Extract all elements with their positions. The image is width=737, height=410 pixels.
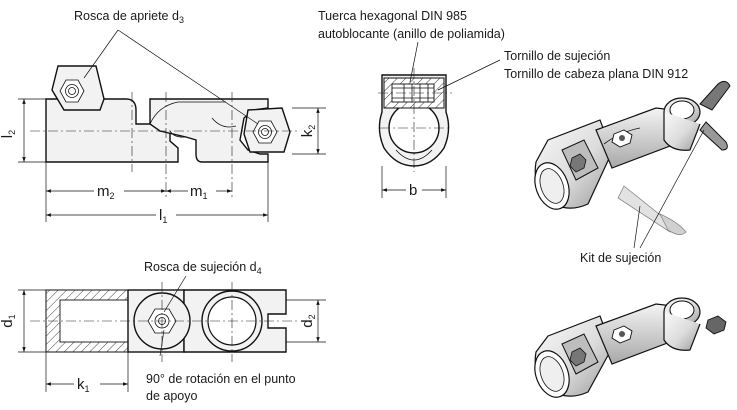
- front-right-body: [149, 98, 269, 163]
- top-view: [18, 275, 326, 392]
- dim-label-l1: l1: [159, 207, 167, 225]
- dim-label-k2: k2: [299, 125, 317, 138]
- hex-nut-left-icon: [59, 79, 85, 103]
- dim-label-k1: k1: [77, 376, 90, 394]
- callout-rotation-line1: 90° de rotación en el punto: [146, 372, 296, 386]
- callout-fixing-thread: Rosca de sujeción d4: [144, 260, 262, 276]
- isometric-view-with-kit: [534, 80, 731, 249]
- callout-clamp-kit: Kit de sujeción: [580, 251, 661, 265]
- callout-rotation-line2: de apoyo: [146, 389, 197, 403]
- callout-hex-nut-line2: autoblocante (anillo de poliamida): [318, 27, 505, 41]
- callout-clamping-thread: Rosca de apriete d3: [74, 9, 184, 25]
- dim-label-m2: m2: [97, 183, 115, 201]
- front-view: [18, 29, 326, 222]
- callout-fixing-screw-line1: Tornillo de sujeción: [504, 49, 610, 63]
- dim-label-m1: m1: [190, 183, 208, 201]
- callout-hex-nut-line1: Tuerca hexagonal DIN 985: [318, 9, 467, 23]
- dim-label-l2: l2: [0, 130, 17, 138]
- side-view: [378, 41, 501, 198]
- dim-label-b: b: [409, 182, 417, 199]
- callout-fixing-screw-line2: Tornillo de cabeza plana DIN 912: [504, 67, 688, 81]
- dim-label-d2: d2: [299, 314, 317, 327]
- isometric-view: [534, 297, 727, 398]
- hex-nut-right-icon: [252, 120, 278, 144]
- dim-label-d1: d1: [0, 314, 17, 327]
